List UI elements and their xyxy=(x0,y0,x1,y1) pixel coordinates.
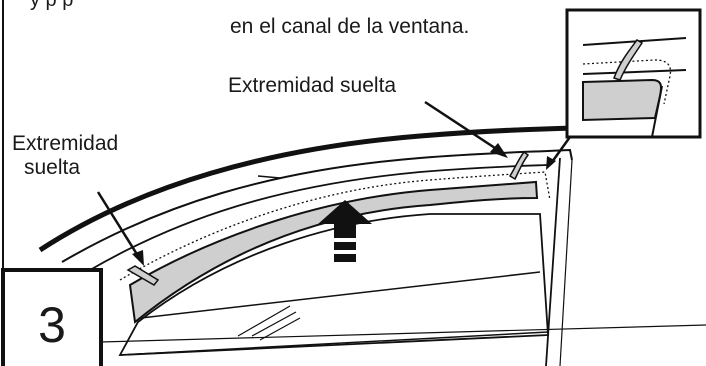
body-panel-line xyxy=(559,159,573,366)
label-loose-end-left-1: Extremidad xyxy=(12,132,118,155)
loose-end-left xyxy=(126,265,160,286)
push-up-arrow-icon xyxy=(318,200,372,238)
door-belt-line xyxy=(99,324,706,343)
instruction-text-line1: y p p xyxy=(30,0,73,11)
step-number-box xyxy=(1,268,103,366)
door-bottom-line xyxy=(119,331,549,356)
pointer-right xyxy=(424,100,499,152)
frame-pillar xyxy=(257,175,281,179)
loose-end-right xyxy=(508,150,530,181)
glass-reflection-3 xyxy=(259,317,301,341)
detail-inset xyxy=(565,8,702,139)
label-loose-end-left-2: suelta xyxy=(24,156,80,179)
window-frame-outer xyxy=(61,148,573,263)
step-number: 3 xyxy=(38,297,66,353)
label-loose-end-right: Extremidad suelta xyxy=(228,74,396,97)
window-glass xyxy=(118,213,549,356)
pointer-left xyxy=(96,191,140,257)
pointer-left-head xyxy=(132,250,144,266)
window-divider xyxy=(140,271,541,319)
push-up-arrow-dash-1 xyxy=(334,242,356,250)
glass-reflection-2 xyxy=(251,311,297,337)
pointer-right-head xyxy=(490,143,508,158)
roof-outline xyxy=(38,125,581,253)
wind-deflector xyxy=(128,180,539,324)
pointer-inset-head xyxy=(546,156,556,170)
window-frame-inner xyxy=(89,164,549,271)
push-up-arrow-dash-2 xyxy=(334,254,356,262)
door-right-edge xyxy=(545,157,561,366)
glass-reflection-1 xyxy=(237,305,291,337)
instruction-text-line2: en el canal de la ventana. xyxy=(230,15,469,38)
